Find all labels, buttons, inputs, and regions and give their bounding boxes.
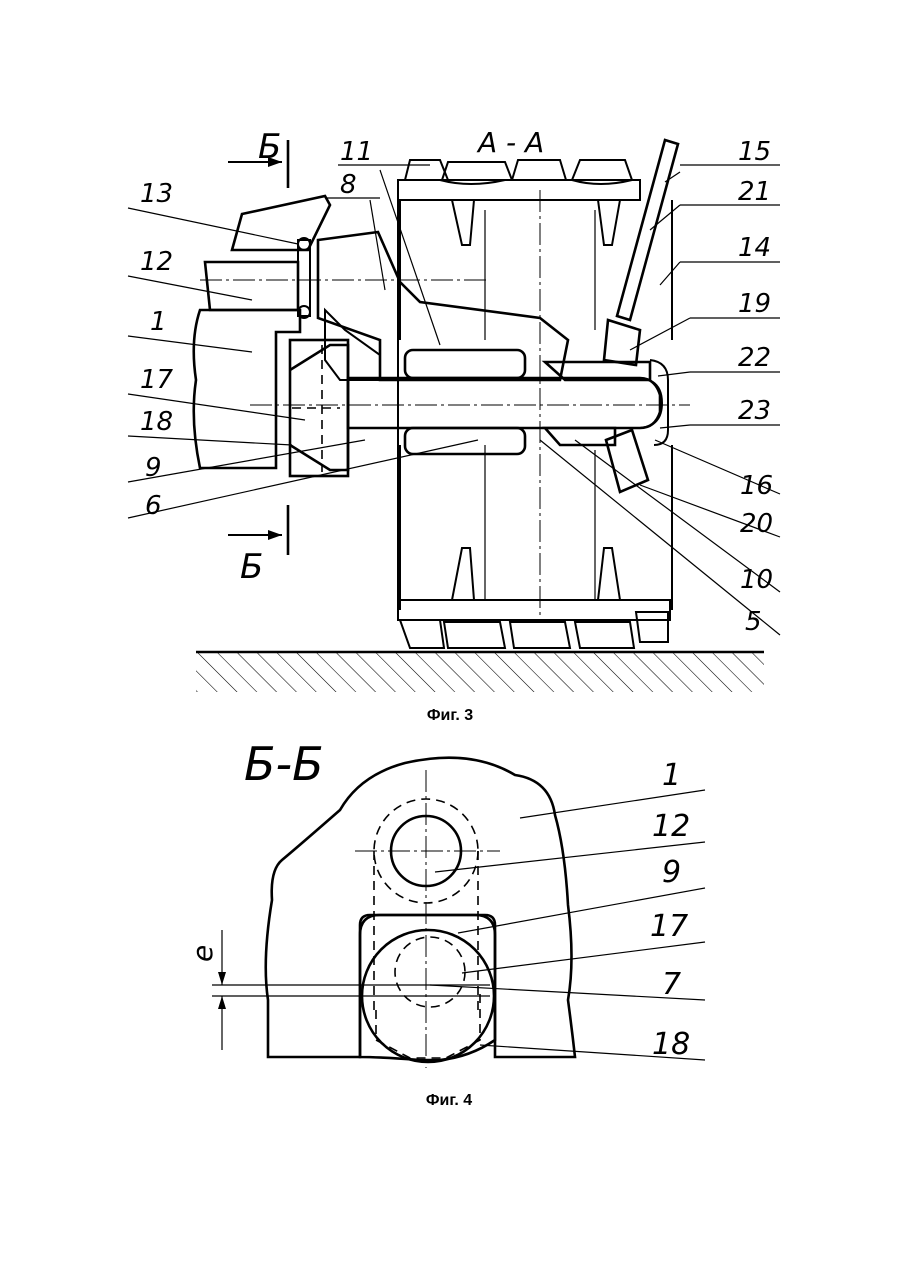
callout-9: 9 bbox=[145, 453, 162, 483]
callout-21: 21 bbox=[738, 177, 771, 207]
callout-13: 13 bbox=[140, 179, 173, 209]
leader-lines bbox=[128, 165, 780, 635]
offset-label-e: e bbox=[186, 945, 219, 962]
figure-4: Б-Б e 1 12 9 17 7 18 Фиг. 4 bbox=[186, 737, 705, 1109]
callout-20: 20 bbox=[740, 509, 773, 539]
callout-fig4-17: 17 bbox=[650, 909, 688, 944]
callout-23: 23 bbox=[738, 396, 771, 426]
body-part-1 bbox=[266, 758, 575, 1057]
callout-16: 16 bbox=[740, 471, 773, 501]
callout-10: 10 bbox=[740, 565, 773, 595]
callout-6: 6 bbox=[145, 491, 162, 521]
callout-15: 15 bbox=[738, 137, 771, 167]
callout-18: 18 bbox=[140, 407, 173, 437]
callout-19: 19 bbox=[738, 289, 771, 319]
callout-17: 17 bbox=[140, 365, 174, 395]
callout-22: 22 bbox=[738, 343, 771, 373]
callout-14: 14 bbox=[738, 233, 771, 263]
bracket-part-8 bbox=[318, 232, 568, 380]
ground-hatching bbox=[196, 652, 764, 692]
callout-fig4-7: 7 bbox=[662, 967, 681, 1002]
center-lines bbox=[200, 190, 690, 620]
section-label-b-b: Б-Б bbox=[244, 737, 324, 791]
offset-dimension-e bbox=[212, 930, 490, 1050]
callout-1: 1 bbox=[150, 307, 167, 337]
figure-3: Б Б А - А 13 12 1 17 18 9 6 11 8 15 21 1… bbox=[128, 126, 780, 724]
callout-fig4-12: 12 bbox=[652, 809, 690, 844]
section-marker-b bbox=[228, 140, 288, 555]
callout-fig4-18: 18 bbox=[652, 1027, 690, 1062]
cut-label-bottom: Б bbox=[240, 547, 263, 587]
figure-3-caption: Фиг. 3 bbox=[427, 707, 473, 724]
track-wheel bbox=[398, 160, 672, 648]
callout-5: 5 bbox=[745, 607, 762, 637]
callout-fig4-1: 1 bbox=[662, 758, 681, 793]
callout-8: 8 bbox=[340, 170, 357, 200]
figure-4-caption: Фиг. 4 bbox=[426, 1092, 472, 1109]
section-label-a-a: А - А bbox=[476, 126, 544, 159]
cut-label-top: Б bbox=[258, 127, 281, 167]
callout-11: 11 bbox=[340, 137, 373, 167]
callout-12: 12 bbox=[140, 247, 173, 277]
callout-fig4-9: 9 bbox=[662, 855, 681, 890]
